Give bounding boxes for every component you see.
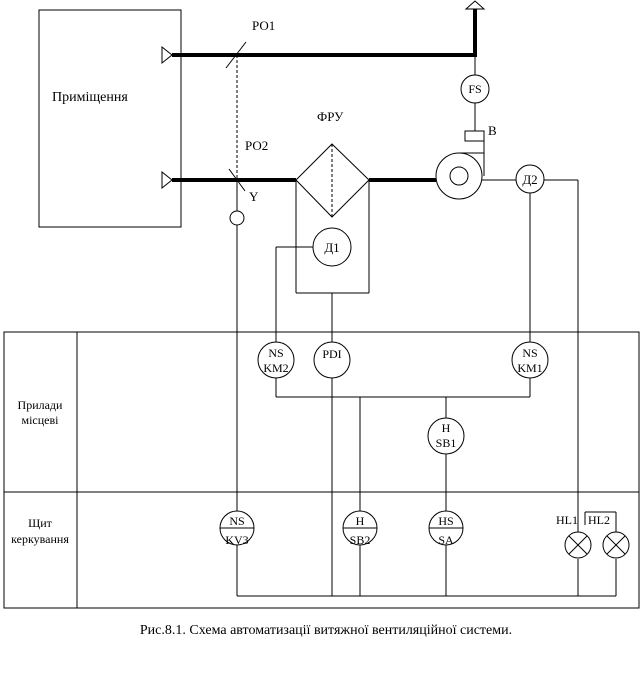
km1-instrument bbox=[511, 341, 549, 379]
sb2-top: H bbox=[356, 514, 365, 528]
fan-hub bbox=[449, 166, 469, 186]
damper-ro1 bbox=[225, 41, 247, 69]
kv3-bottom: KV3 bbox=[225, 533, 248, 547]
exhaust-fan bbox=[435, 152, 483, 200]
sb1-bottom: SB1 bbox=[436, 436, 457, 450]
hl1-label: HL1 bbox=[556, 513, 578, 527]
room-label: Приміщення bbox=[52, 90, 128, 105]
sb2-bottom: SB2 bbox=[350, 533, 371, 547]
sa-bottom: SA bbox=[438, 533, 454, 547]
km1-bottom: KM1 bbox=[517, 361, 542, 375]
sb1-top: H bbox=[442, 421, 451, 435]
km2-bottom: KM2 bbox=[263, 361, 288, 375]
instrument-table bbox=[3, 331, 640, 609]
duct-outlet-marker-top bbox=[161, 45, 173, 65]
panel-row-label-2: керкування bbox=[11, 532, 69, 546]
valve-label: Y bbox=[249, 189, 259, 204]
figure-caption: Рис.8.1. Схема автоматизації витяжної ве… bbox=[140, 623, 512, 638]
km2-instrument bbox=[257, 341, 295, 379]
fs-label: FS bbox=[468, 82, 481, 96]
hl2-label: HL2 bbox=[588, 513, 610, 527]
damper-ro1-label: РО1 bbox=[252, 18, 275, 33]
local-row-label-1: Прилади bbox=[18, 398, 64, 412]
damper-ro2-label: РО2 bbox=[245, 138, 268, 153]
hl2-cross-b bbox=[606, 535, 626, 555]
fan-drive-coupling bbox=[464, 130, 485, 142]
pdi-instrument bbox=[313, 341, 351, 379]
panel-row-label-1: Щит bbox=[28, 516, 53, 530]
filter-label: ФРУ bbox=[317, 109, 344, 124]
d2-label: Д2 bbox=[522, 172, 537, 187]
hl1-cross-b bbox=[568, 535, 588, 555]
local-row-label-2: місцеві bbox=[21, 413, 59, 427]
room-box bbox=[38, 9, 182, 228]
sa-top: HS bbox=[438, 514, 453, 528]
kv3-top: NS bbox=[229, 514, 244, 528]
damper-actuator bbox=[229, 210, 245, 226]
d1-label: Д1 bbox=[324, 240, 339, 255]
pdi-label: PDI bbox=[322, 347, 341, 361]
km1-top: NS bbox=[522, 346, 537, 360]
sb1-instrument bbox=[427, 417, 465, 455]
exhaust-arrow bbox=[464, 0, 486, 10]
duct-outlet-marker-bottom bbox=[161, 170, 173, 190]
km2-top: NS bbox=[268, 346, 283, 360]
fan-drive-label: B bbox=[488, 123, 497, 138]
